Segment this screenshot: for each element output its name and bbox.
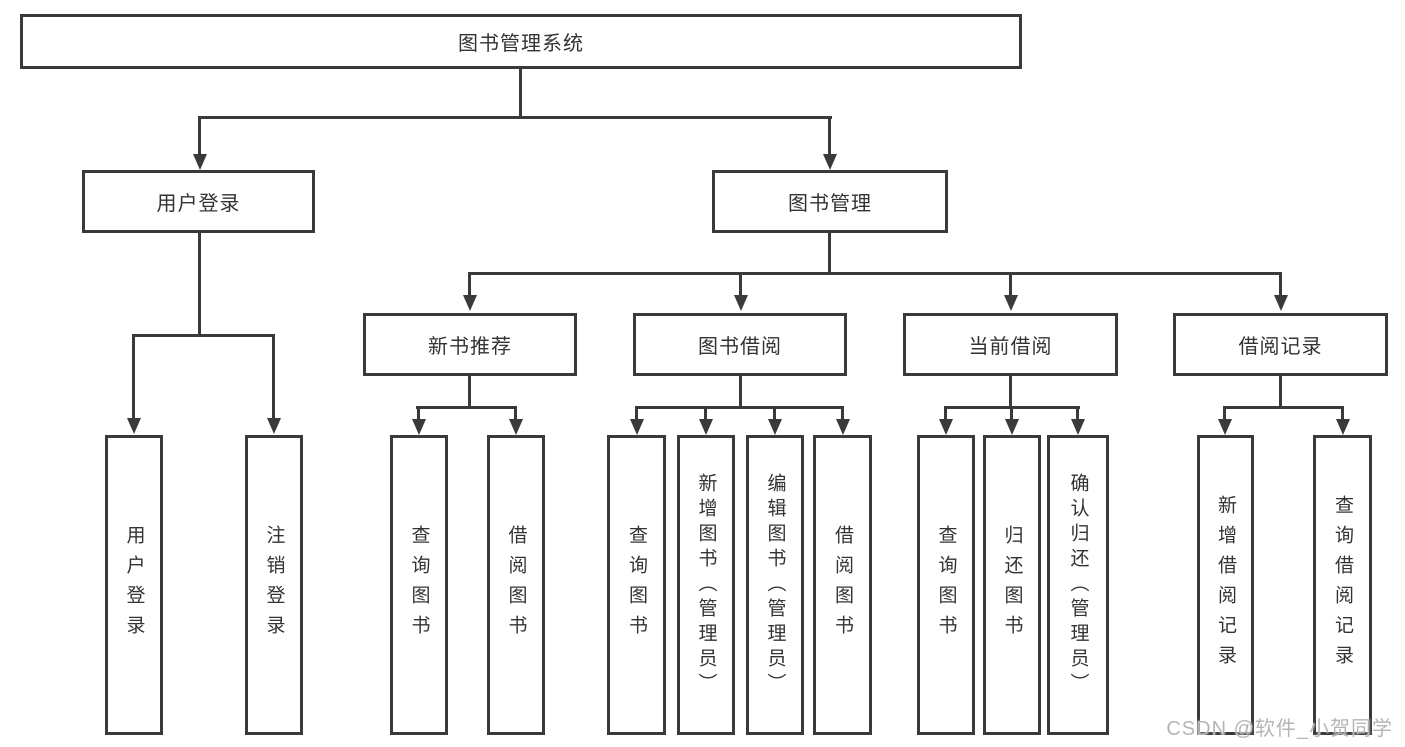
leaf-query-book-2: 查询图书 bbox=[607, 435, 666, 735]
connector-user-login-branch bbox=[132, 334, 274, 337]
leaf-label: 归还图书 bbox=[1001, 525, 1023, 645]
leaf-label: 查询图书 bbox=[935, 525, 957, 645]
leaf-user-login: 用户登录 bbox=[105, 435, 163, 735]
leaf-label: 查询图书 bbox=[626, 525, 647, 645]
node-label: 图书借阅 bbox=[698, 336, 782, 358]
arrow-to-leaf-query-record bbox=[1341, 406, 1344, 419]
connector-borrow-records-branch bbox=[1223, 406, 1344, 409]
arrow-to-book-management bbox=[828, 116, 831, 154]
leaf-logout: 注销登录 bbox=[245, 435, 303, 735]
arrow-to-leaf-edit-book bbox=[773, 406, 776, 419]
connector-borrow-records-stem bbox=[1279, 374, 1282, 409]
leaf-query-book-3: 查询图书 bbox=[917, 435, 975, 735]
node-book-management: 图书管理 bbox=[712, 170, 948, 233]
leaf-label: 新增图书（管理员） bbox=[695, 472, 717, 698]
leaf-label: 借阅图书 bbox=[832, 525, 853, 645]
leaf-label: 注销登录 bbox=[263, 525, 285, 645]
connector-book-management-stem bbox=[828, 231, 831, 275]
leaf-query-borrow-record: 查询借阅记录 bbox=[1313, 435, 1372, 735]
connector-book-borrow-stem bbox=[739, 374, 742, 409]
arrow-to-leaf-logout bbox=[272, 334, 275, 418]
connector-new-book-recommend-stem bbox=[468, 374, 471, 409]
leaf-label: 查询图书 bbox=[408, 525, 430, 645]
node-label: 新书推荐 bbox=[428, 336, 512, 358]
connector-root-stem bbox=[519, 66, 522, 118]
arrow-to-leaf-query-book-3 bbox=[944, 406, 947, 419]
leaf-label: 新增借阅记录 bbox=[1215, 495, 1236, 675]
arrow-to-leaf-user-login bbox=[132, 334, 135, 418]
leaf-label: 用户登录 bbox=[123, 525, 145, 645]
arrow-to-book-borrow bbox=[739, 272, 742, 295]
node-label: 图书管理系统 bbox=[458, 33, 584, 55]
watermark-text: CSDN @软件_小贺同学 bbox=[1166, 718, 1393, 740]
node-new-book-recommend: 新书推荐 bbox=[363, 313, 577, 376]
leaf-label: 借阅图书 bbox=[505, 525, 527, 645]
leaf-confirm-return-admin: 确认归还（管理员） bbox=[1047, 435, 1109, 735]
leaf-label: 查询借阅记录 bbox=[1332, 495, 1353, 675]
connector-user-login-stem bbox=[198, 231, 201, 336]
arrow-to-user-login bbox=[198, 116, 201, 154]
leaf-add-borrow-record: 新增借阅记录 bbox=[1197, 435, 1254, 735]
leaf-borrow-book-2: 借阅图书 bbox=[813, 435, 872, 735]
arrow-to-leaf-add-book bbox=[704, 406, 707, 419]
arrow-to-leaf-query-book-1 bbox=[417, 406, 420, 419]
leaf-label: 确认归还（管理员） bbox=[1067, 472, 1089, 698]
connector-book-management-branch bbox=[468, 272, 1282, 275]
connector-book-borrow-branch bbox=[635, 406, 844, 409]
leaf-query-book-1: 查询图书 bbox=[390, 435, 448, 735]
arrow-to-leaf-add-record bbox=[1223, 406, 1226, 419]
leaf-label: 编辑图书（管理员） bbox=[764, 472, 786, 698]
connector-root-branch bbox=[198, 116, 832, 119]
node-book-borrow: 图书借阅 bbox=[633, 313, 847, 376]
arrow-to-leaf-borrow-book-1 bbox=[514, 406, 517, 419]
arrow-to-leaf-borrow-book-2 bbox=[841, 406, 844, 419]
connector-new-book-recommend-branch bbox=[416, 406, 517, 409]
node-label: 当前借阅 bbox=[968, 336, 1053, 358]
arrow-to-borrow-records bbox=[1279, 272, 1282, 295]
connector-current-borrow-stem bbox=[1009, 374, 1012, 409]
arrow-to-new-book-recommend bbox=[468, 272, 471, 295]
node-current-borrow: 当前借阅 bbox=[903, 313, 1118, 376]
node-label: 用户登录 bbox=[156, 193, 241, 215]
leaf-borrow-book-1: 借阅图书 bbox=[487, 435, 545, 735]
arrow-to-current-borrow bbox=[1009, 272, 1012, 295]
node-library-management-system: 图书管理系统 bbox=[20, 14, 1022, 69]
arrow-to-leaf-query-book-2 bbox=[635, 406, 638, 419]
leaf-edit-book-admin: 编辑图书（管理员） bbox=[746, 435, 804, 735]
node-borrow-records: 借阅记录 bbox=[1173, 313, 1388, 376]
node-label: 图书管理 bbox=[788, 193, 872, 215]
leaf-add-book-admin: 新增图书（管理员） bbox=[677, 435, 735, 735]
arrow-to-leaf-return-book bbox=[1010, 406, 1013, 419]
node-label: 借阅记录 bbox=[1238, 336, 1323, 358]
node-user-login: 用户登录 bbox=[82, 170, 315, 233]
leaf-return-book: 归还图书 bbox=[983, 435, 1041, 735]
arrow-to-leaf-confirm-return bbox=[1076, 406, 1079, 419]
